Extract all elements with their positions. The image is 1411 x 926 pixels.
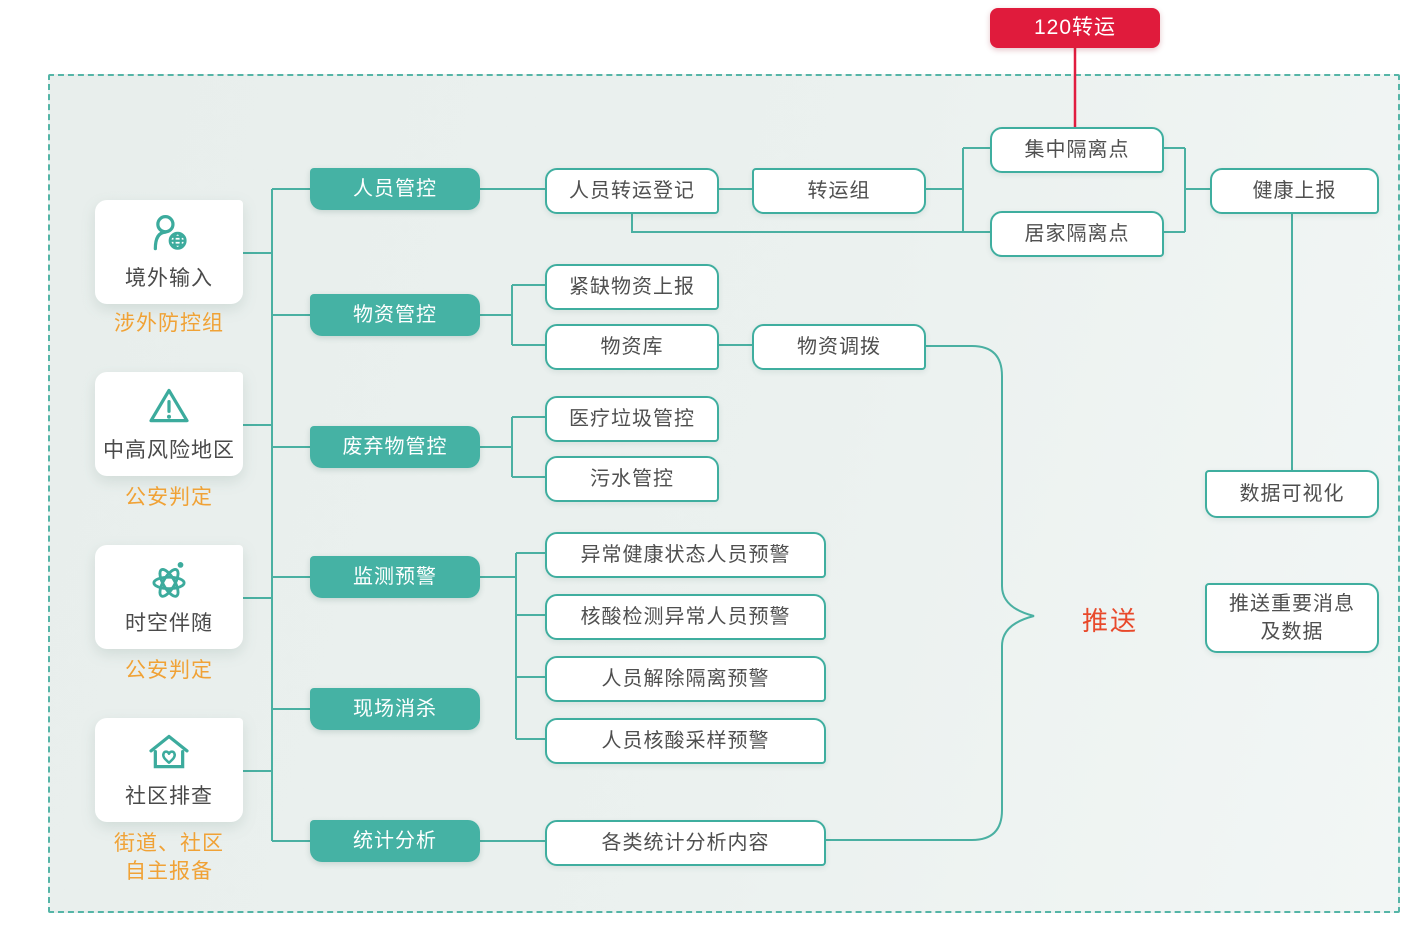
- source-card-spacetime: 时空伴随: [95, 545, 243, 649]
- node-warn-release-isolation: 人员解除隔离预警: [545, 656, 826, 702]
- node-medical-waste: 医疗垃圾管控: [545, 396, 719, 442]
- node-central-isolation: 集中隔离点: [990, 127, 1164, 173]
- node-120-transfer: 120转运: [990, 8, 1160, 48]
- source-card-overseas: 境外输入: [95, 200, 243, 304]
- source-title: 境外输入: [125, 267, 213, 290]
- source-card-risk-area: 中高风险地区: [95, 372, 243, 476]
- node-statistics-content: 各类统计分析内容: [545, 820, 826, 866]
- node-warn-nucleic-sampling: 人员核酸采样预警: [545, 718, 826, 764]
- node-transfer-group: 转运组: [752, 168, 926, 214]
- node-warn-abnormal-health: 异常健康状态人员预警: [545, 532, 826, 578]
- module-person-control: 人员管控: [310, 168, 480, 210]
- module-monitor-warning: 监测预警: [310, 556, 480, 598]
- source-title: 时空伴随: [125, 612, 213, 635]
- atom-icon: [152, 562, 186, 598]
- node-home-isolation: 居家隔离点: [990, 211, 1164, 257]
- person-globe-icon: [153, 215, 187, 251]
- source-sublabel: 公安判定: [125, 659, 213, 682]
- node-health-report: 健康上报: [1210, 168, 1379, 214]
- node-warn-nucleic-abnormal: 核酸检测异常人员预警: [545, 594, 826, 640]
- node-data-visualization: 数据可视化: [1205, 470, 1379, 518]
- module-statistics: 统计分析: [310, 820, 480, 862]
- house-heart-icon: [149, 734, 189, 769]
- node-material-store: 物资库: [545, 324, 719, 370]
- source-sublabel: 公安判定: [125, 486, 213, 509]
- module-material-control: 物资管控: [310, 294, 480, 336]
- node-material-dispatch: 物资调拨: [752, 324, 926, 370]
- source-card-community: 社区排查: [95, 718, 243, 822]
- module-waste-control: 废弃物管控: [310, 426, 480, 468]
- node-sewage-control: 污水管控: [545, 456, 719, 502]
- source-title: 中高风险地区: [103, 439, 235, 462]
- module-site-disinfection: 现场消杀: [310, 688, 480, 730]
- push-text: 推送: [1082, 606, 1139, 636]
- node-transfer-register: 人员转运登记: [545, 168, 719, 214]
- source-sublabel: 街道、社区 自主报备: [114, 832, 224, 883]
- source-title: 社区排查: [125, 785, 213, 808]
- source-sublabel: 涉外防控组: [114, 312, 224, 335]
- node-push-important: 推送重要消息 及数据: [1205, 583, 1379, 653]
- warning-triangle-icon: [149, 388, 189, 423]
- node-scarce-material-report: 紧缺物资上报: [545, 264, 719, 310]
